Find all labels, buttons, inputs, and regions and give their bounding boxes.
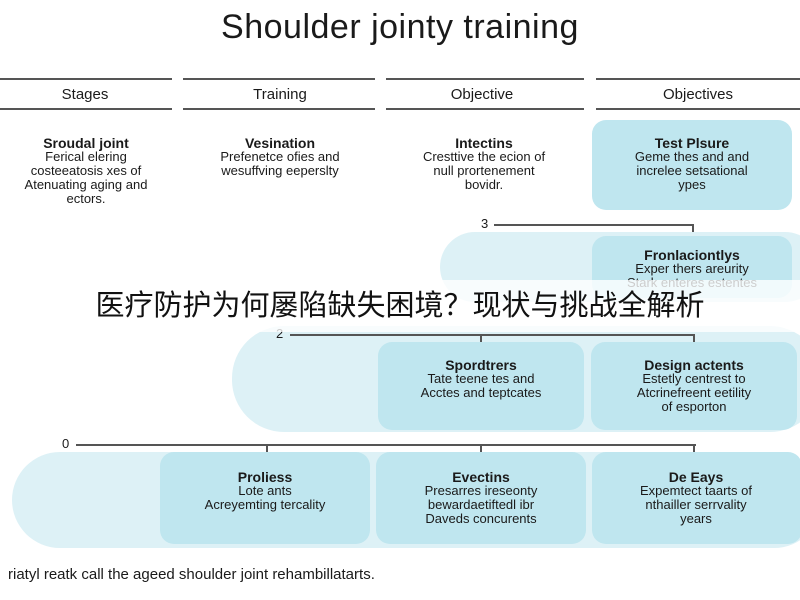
column-header-objective: Objective — [450, 86, 514, 103]
level-2-connector — [290, 334, 695, 336]
header-divider-lower-2 — [183, 108, 375, 110]
node-heading: De Eays — [668, 469, 724, 485]
node-stage: Sroudal joint Ferical elering costeeatos… — [0, 136, 172, 206]
node-objective: Intectins Cresttive the ecion of null pr… — [384, 136, 584, 192]
diagram-title: Shoulder jointy training — [221, 8, 579, 46]
node-heading: Design actents — [644, 357, 744, 373]
level-2-drop-a — [480, 334, 482, 346]
node-mid-2: Design actents Estetly centrest to Atcri… — [591, 358, 797, 414]
node-line: costeeatosis xes of — [30, 163, 142, 178]
header-divider-3 — [386, 78, 584, 80]
node-line: Geme thes and and — [634, 149, 750, 164]
node-line: nthailler serrvality — [645, 497, 747, 512]
node-line: Atenuating aging and — [24, 177, 148, 192]
header-divider-4 — [596, 78, 800, 80]
header-divider-2 — [183, 78, 375, 80]
level-0-drop-b — [480, 444, 482, 456]
overlay-banner-text: 医疗防护为何屡陷缺失困境？现状与挑战全解析 — [95, 288, 705, 322]
node-objectives: Test Plsure Geme thes and and increlee s… — [592, 136, 792, 192]
node-heading: Vesination — [244, 135, 316, 151]
bottom-box-1 — [160, 452, 370, 544]
node-bottom-1: Proliess Lote ants Acreyemting tercality — [160, 470, 370, 512]
node-line: Estetly centrest to — [642, 371, 746, 386]
node-line: Tate teene tes and — [427, 371, 535, 386]
node-line: Prefenetce ofies and — [220, 149, 340, 164]
node-line: Presarres ireseonty — [424, 483, 538, 498]
node-heading: Spordtrers — [445, 357, 517, 373]
level-label-3: 3 — [481, 216, 489, 231]
column-header-stages: Stages — [61, 86, 109, 103]
node-line: Atcrinefreent eetility — [636, 385, 752, 400]
header-divider-1 — [0, 78, 172, 80]
header-divider-lower-4 — [596, 108, 800, 110]
node-line: increlee setsational — [636, 163, 748, 178]
node-line: ypes — [678, 177, 706, 192]
node-heading: Intectins — [455, 135, 513, 151]
node-line: bewardaetiftedl ibr — [427, 497, 535, 512]
node-heading: Proliess — [237, 469, 293, 485]
bottom-box-2 — [376, 452, 586, 544]
node-heading: Fronlaciontlys — [644, 247, 740, 263]
node-mid-1: Spordtrers Tate teene tes and Acctes and… — [378, 358, 584, 400]
level-0-drop-a — [266, 444, 268, 456]
bottom-box-3 — [592, 452, 800, 544]
mid-box-2 — [591, 342, 797, 430]
node-line: of esporton — [661, 399, 727, 414]
level-3-drop — [692, 224, 694, 236]
level-3-connector — [494, 224, 694, 226]
node-heading: Sroudal joint — [43, 135, 129, 151]
node-line: Daveds concurents — [425, 511, 537, 526]
node-line: years — [680, 511, 712, 526]
header-divider-lower-3 — [386, 108, 584, 110]
level-2-drop-b — [693, 334, 695, 346]
level-0-drop-c — [693, 444, 695, 456]
node-line: Cresttive the ecion of — [422, 149, 546, 164]
node-line: bovidr. — [464, 177, 504, 192]
mid-box-1 — [378, 342, 584, 430]
node-line: wesuffving eeperslty — [221, 163, 339, 178]
node-line: null prortenement — [433, 163, 535, 178]
overlay-banner — [0, 280, 800, 332]
level-label-0: 0 — [62, 436, 70, 451]
node-bottom-2: Evectins Presarres ireseonty bewardaetif… — [376, 470, 586, 526]
objectives-box-top — [592, 120, 792, 210]
column-header-objectives: Objectives — [662, 86, 734, 103]
node-heading: Evectins — [452, 469, 510, 485]
level-label-2: 2 — [276, 326, 284, 341]
level-0-connector — [76, 444, 696, 446]
node-line: Acctes and teptcates — [420, 385, 542, 400]
node-bottom-3: De Eays Expemtect taarts of nthailler se… — [592, 470, 800, 526]
node-line: Lote ants — [238, 483, 292, 498]
node-heading: Test Plsure — [654, 135, 730, 151]
column-header-training: Training — [253, 86, 307, 103]
node-line: ectors. — [66, 191, 106, 206]
node-training: Vesination Prefenetce ofies and wesuffvi… — [180, 136, 380, 178]
node-line: Expemtect taarts of — [640, 483, 752, 498]
node-line: Exper thers areurity — [635, 261, 749, 276]
node-line: Ferical elering — [45, 149, 127, 164]
footer-caption: riatyl reatk call the ageed shoulder joi… — [8, 566, 375, 583]
node-line: Acreyemting tercality — [204, 497, 326, 512]
header-divider-lower-1 — [0, 108, 172, 110]
